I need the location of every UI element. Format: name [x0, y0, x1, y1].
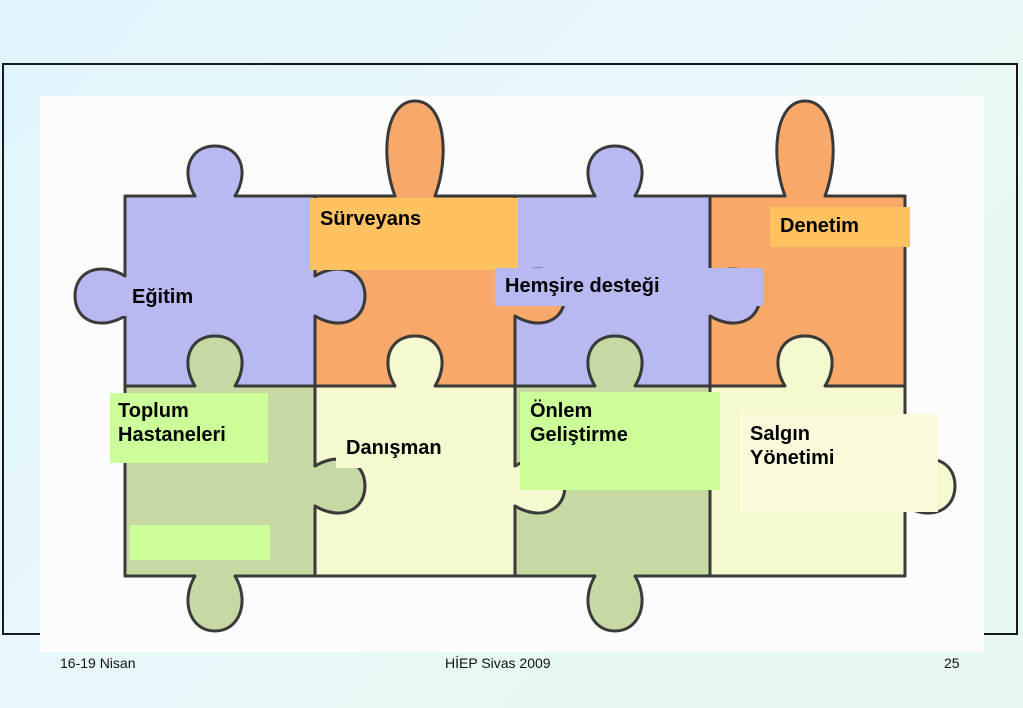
label-hemsire-text: Hemşire desteği — [505, 275, 660, 297]
label-salgin-line2: Yönetimi — [750, 447, 835, 469]
label-salgin-line1: Salgın — [750, 423, 811, 445]
footer-page-number: 25 — [944, 655, 960, 671]
label-denetim-text: Denetim — [780, 215, 859, 237]
label-toplum: Toplum Hastaneleri — [110, 393, 268, 463]
label-toplum-line2: Hastaneleri — [118, 424, 226, 446]
label-danisman-text: Danışman — [346, 437, 442, 459]
label-surveyans-text: Sürveyans — [320, 208, 422, 230]
label-empty-green — [130, 525, 270, 560]
puzzle-diagram — [73, 99, 957, 633]
label-onlem-line1: Önlem — [530, 400, 593, 422]
footer-date: 16-19 Nisan — [60, 655, 136, 671]
label-toplum-line1: Toplum — [118, 400, 189, 422]
label-danisman: Danışman — [336, 428, 476, 468]
label-surveyans: Sürveyans — [310, 198, 518, 270]
label-egitim: Eğitim — [122, 278, 292, 316]
label-hemsire: Hemşire desteği — [495, 268, 763, 306]
label-onlem: Önlem Geliştirme — [520, 392, 720, 490]
footer-title: HİEP Sivas 2009 — [445, 655, 551, 671]
label-salgin: Salgın Yönetimi — [740, 414, 938, 512]
label-denetim: Denetim — [770, 207, 910, 247]
label-onlem-line2: Geliştirme — [530, 424, 628, 446]
label-egitim-text: Eğitim — [132, 286, 194, 308]
